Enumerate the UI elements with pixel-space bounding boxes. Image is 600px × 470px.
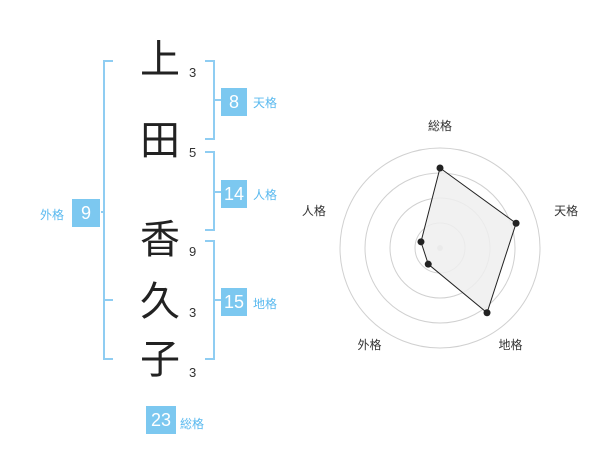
name-char-3: 香 (140, 217, 180, 263)
name-char-4: 久 (140, 279, 180, 325)
stroke-count-4: 3 (189, 305, 197, 320)
jinkaku-connector (213, 191, 221, 193)
chikaku-value-badge: 15 (221, 288, 247, 316)
radar-axis-label: 総格 (428, 118, 452, 133)
chikaku-label: 地格 (253, 297, 278, 311)
radar-axis-label: 天格 (554, 203, 578, 218)
stroke-count-3: 9 (189, 244, 197, 259)
tenkaku-label: 天格 (253, 96, 278, 110)
radar-axis-label: 地格 (499, 337, 523, 352)
radar-axis-label: 外格 (357, 337, 381, 352)
radar-data-point (424, 260, 432, 268)
radar-ring (339, 147, 541, 349)
gaikaku-bracket (103, 60, 113, 360)
chikaku-connector (213, 299, 221, 301)
name-char-5: 子 (140, 337, 180, 383)
stroke-count-2: 5 (189, 145, 197, 160)
radar-data-point (512, 219, 520, 227)
jinkaku-label: 人格 (253, 188, 278, 202)
radar-data-point (436, 164, 444, 172)
jinkaku-value-badge: 14 (221, 180, 247, 208)
radar-data-point (483, 309, 491, 317)
gaikaku-value-badge: 9 (72, 199, 100, 227)
soukaku-label: 総格 (180, 417, 205, 431)
name-char-1: 上 (140, 37, 180, 83)
radar-data-point (417, 238, 425, 246)
tenkaku-connector (213, 99, 221, 101)
gaikaku-bracket-divider (103, 299, 113, 301)
tenkaku-value-badge: 8 (221, 88, 247, 116)
name-char-2: 田 (140, 118, 180, 164)
gaikaku-bracket-connector (101, 211, 105, 213)
stroke-count-1: 3 (189, 65, 197, 80)
gaikaku-label: 外格 (40, 208, 65, 222)
radar-axis-label: 人格 (302, 203, 326, 218)
soukaku-value-badge: 23 (146, 406, 176, 434)
stroke-count-5: 3 (189, 365, 197, 380)
radar-data-polygon (420, 167, 517, 314)
